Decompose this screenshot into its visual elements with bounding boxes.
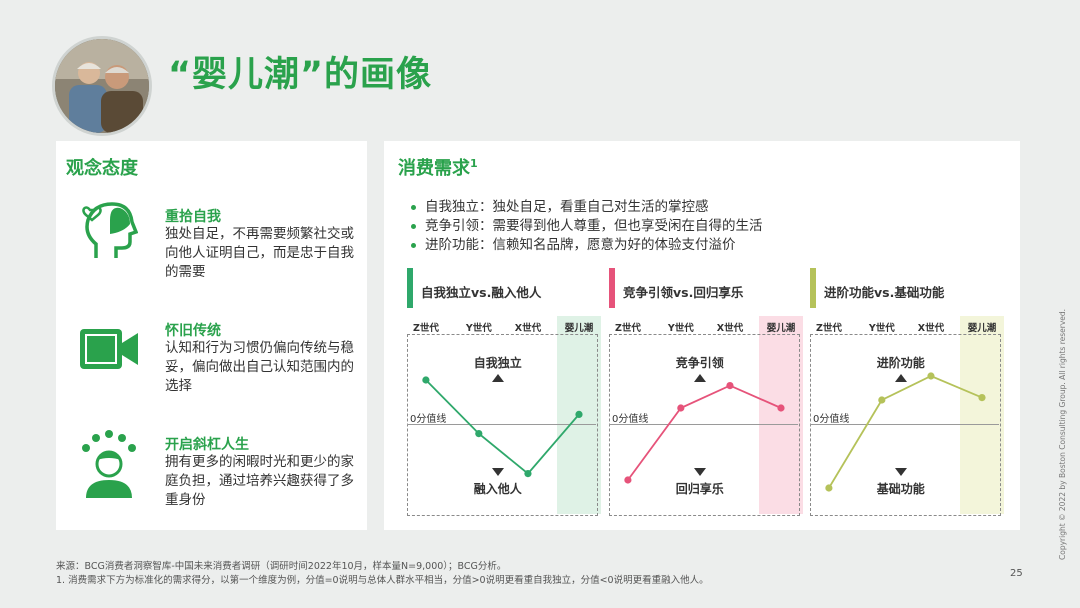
item-desc-tradition: 认知和行为习惯仍偏向传统与稳妥，偏向做出自己认知范围内的选择 (165, 340, 354, 394)
item-title-self: 重拾自我 (165, 209, 221, 225)
attitude-panel-title: 观念态度 (66, 158, 138, 179)
bottom-dimension-label: 融入他人 (473, 482, 522, 496)
head-heart-icon (80, 198, 139, 266)
top-dimension-label: 进阶功能 (876, 356, 925, 370)
data-point (575, 410, 583, 418)
chart-title: 竞争引领vs.回归享乐 (623, 285, 744, 300)
bottom-dimension-label: 基础功能 (876, 482, 925, 496)
page-title: “婴儿潮”的画像 (168, 55, 433, 95)
zero-line-label: 0分值线 (813, 414, 850, 425)
generation-label: Y世代 (667, 323, 694, 334)
data-point (825, 484, 833, 492)
item-title-slash: 开启斜杠人生 (165, 437, 249, 453)
chart-title-bar (609, 268, 615, 308)
generation-label: 婴儿潮 (766, 323, 796, 334)
generation-label: Z世代 (614, 323, 641, 334)
up-arrow-icon (693, 374, 706, 382)
data-point (978, 394, 986, 402)
generation-label: Y世代 (465, 323, 492, 334)
top-dimension-label: 自我独立 (473, 356, 522, 370)
chart-title: 自我独立vs.融入他人 (421, 285, 542, 300)
series-line (828, 375, 983, 489)
generation-label: 婴儿潮 (967, 323, 997, 334)
chart-highlight-column (959, 316, 1004, 514)
down-arrow-icon (894, 468, 907, 476)
chart-line-svg (825, 372, 986, 492)
elderly-couple-photo (52, 36, 152, 136)
generation-label: Z世代 (412, 323, 439, 334)
chart-box (407, 334, 598, 516)
chart-title: 进阶功能vs.基础功能 (824, 285, 945, 300)
item-desc-slash: 拥有更多的闲暇时光和更少的家庭负担，通过培养兴趣获得了多重身份 (165, 454, 354, 508)
generation-label: 婴儿潮 (564, 323, 594, 334)
data-point (524, 470, 532, 478)
data-point (726, 382, 734, 390)
chart-line-svg (422, 376, 583, 478)
data-point (927, 372, 935, 380)
zero-line (407, 424, 596, 425)
chart-highlight-column (758, 316, 803, 514)
zero-line-label: 0分值线 (410, 414, 447, 425)
up-arrow-icon (894, 374, 907, 382)
demand-bullet: 自我独立：独处自足，看重自己对生活的掌控感 (411, 198, 709, 216)
item-desc-self: 独处自足，不再需要频繁社交或向他人证明自己，而是忠于自我的需要 (165, 226, 354, 280)
multi-interest-person-icon (78, 430, 140, 504)
copyright: Copyright © 2022 by Boston Consulting Gr… (1058, 308, 1067, 560)
data-point (475, 430, 483, 438)
item-title-tradition: 怀旧传统 (165, 323, 221, 339)
video-camera-icon (78, 325, 140, 377)
series-line (425, 379, 580, 475)
chart-line-svg (624, 382, 785, 484)
demand-panel-title: 消费需求1 (398, 157, 478, 179)
data-point (422, 376, 430, 384)
footnote: 1. 消费需求下方为标准化的需求得分，以第一个维度为例，分值=0说明与总体人群水… (56, 575, 709, 586)
down-arrow-icon (491, 468, 504, 476)
up-arrow-icon (491, 374, 504, 382)
top-dimension-label: 竞争引领 (675, 356, 724, 370)
chart-title-bar (810, 268, 816, 308)
bottom-dimension-label: 回归享乐 (675, 482, 724, 496)
source-note: 来源：BCG消费者洞察智库-中国未来消费者调研（调研时间2022年10月，样本量… (56, 561, 507, 572)
generation-label: Z世代 (815, 323, 842, 334)
page-number: 25 (1010, 568, 1023, 579)
generation-label: X世代 (514, 323, 542, 334)
demand-bullet: 进阶功能：信赖知名品牌，愿意为好的体验支付溢价 (411, 236, 736, 254)
zero-line (810, 424, 999, 425)
data-point (624, 476, 632, 484)
data-point (777, 404, 785, 412)
series-line (627, 384, 782, 481)
chart-box (810, 334, 1001, 516)
generation-label: X世代 (917, 323, 945, 334)
down-arrow-icon (693, 468, 706, 476)
generation-label: X世代 (716, 323, 744, 334)
chart-title-bar (407, 268, 413, 308)
data-point (878, 396, 886, 404)
chart-box (609, 334, 800, 516)
data-point (677, 404, 685, 412)
zero-line (609, 424, 798, 425)
generation-label: Y世代 (868, 323, 895, 334)
demand-panel (384, 141, 1020, 530)
zero-line-label: 0分值线 (612, 414, 649, 425)
demand-bullet: 竞争引领：需要得到他人尊重，但也享受闲在自得的生活 (411, 217, 763, 235)
